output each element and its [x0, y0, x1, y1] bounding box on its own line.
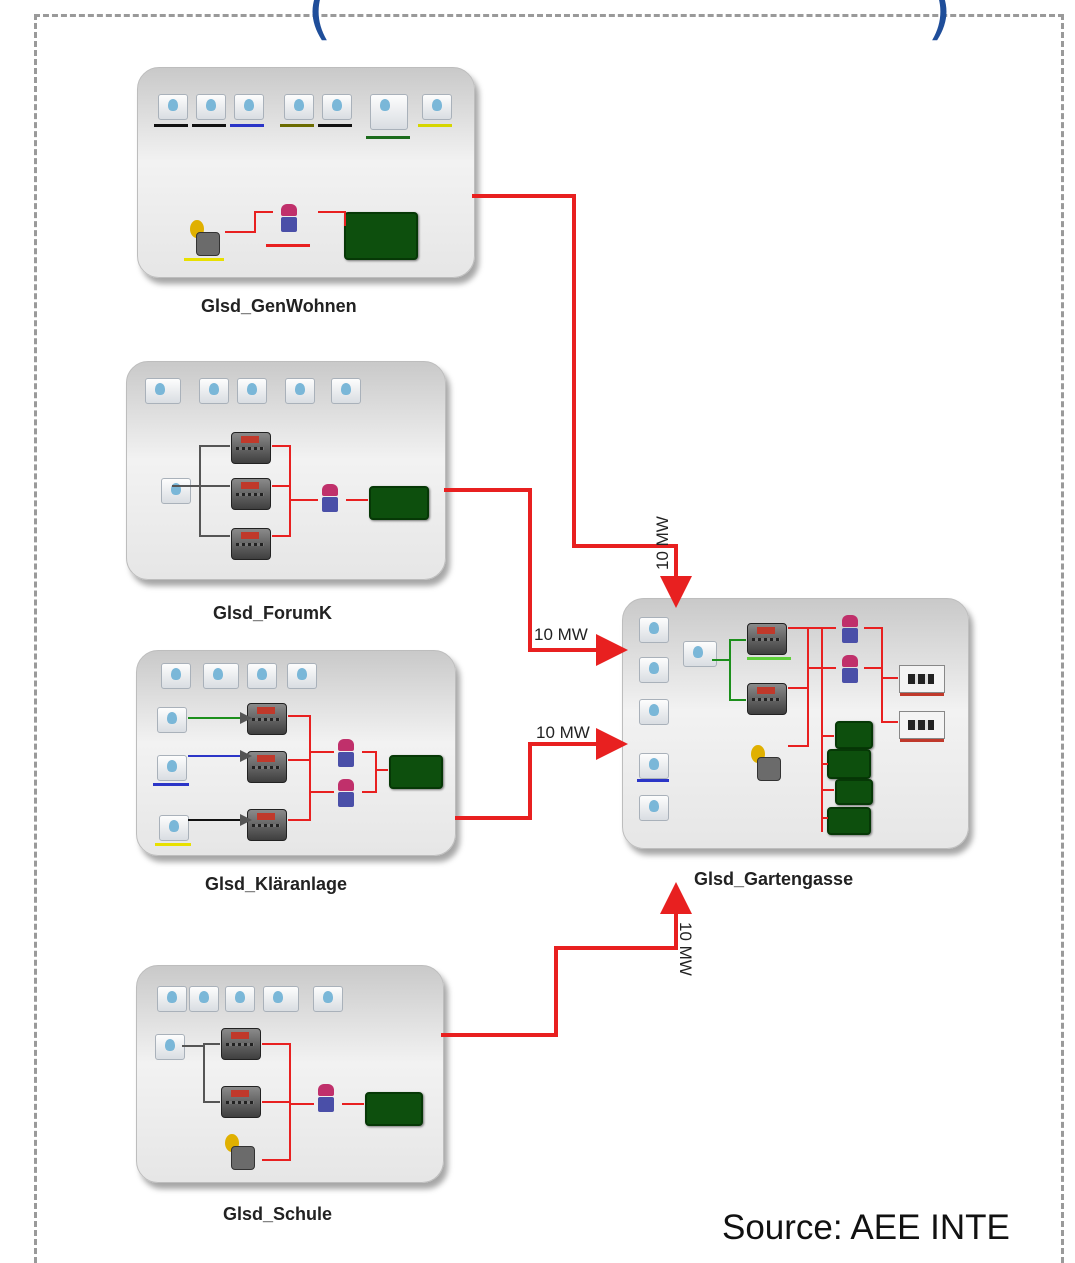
boiler-underline: [184, 258, 224, 261]
consumer-box: [827, 807, 871, 835]
source-underline: [154, 124, 188, 127]
generator-icon: [231, 528, 271, 560]
storage-tank-icon: [335, 739, 357, 767]
boiler-icon: [223, 1134, 257, 1170]
link-schule-gartengasse: [441, 882, 692, 1037]
source-underline: [418, 124, 452, 127]
generator-underline: [747, 657, 791, 660]
source-icon: [161, 478, 191, 504]
storage-tank-icon: [315, 1084, 337, 1112]
source-icon: [159, 815, 189, 841]
storage-tank-icon: [278, 204, 300, 232]
storage-tank-icon: [839, 655, 861, 683]
source-icon: [189, 986, 219, 1012]
source-underline: [366, 136, 410, 139]
source-icon: [683, 641, 717, 667]
generator-icon: [747, 623, 787, 655]
source-icon: [247, 663, 277, 689]
link-klaeranlage-gartengasse: [455, 728, 628, 820]
heading-open-paren: (: [307, 0, 332, 48]
source-underline: [153, 783, 189, 786]
consumer-box: [835, 721, 873, 749]
link-genwohnen-gartengasse: [472, 194, 692, 608]
tank-underline: [266, 244, 310, 247]
storage-tank-icon: [319, 484, 341, 512]
source-icon: [639, 657, 669, 683]
generator-icon: [221, 1086, 261, 1118]
source-icon: [284, 94, 314, 120]
source-icon: [157, 755, 187, 781]
storage-tank-icon: [839, 615, 861, 643]
source-underline: [230, 124, 264, 127]
consumer-box: [835, 779, 873, 805]
source-icon: [422, 94, 452, 120]
source-underline: [637, 779, 669, 782]
node-forumk-label: Glsd_ForumK: [213, 603, 333, 623]
generator-icon: [247, 751, 287, 783]
boiler-icon: [749, 745, 783, 781]
source-icon: [639, 617, 669, 643]
storage-tank-icon: [335, 779, 357, 807]
consumer-icon: [899, 711, 945, 742]
node-klaeranlage-label: Glsd_Kläranlage: [205, 874, 348, 894]
consumer-box: [369, 486, 429, 520]
link-forumk-gartengasse: [444, 488, 628, 666]
source-icon: [225, 986, 255, 1012]
boiler-icon: [188, 220, 222, 256]
link-genwohnen-capacity: 10 MW: [653, 516, 672, 570]
source-icon: [639, 795, 669, 821]
slide-frame: ( ): [34, 0, 1064, 1263]
source-underline: [155, 843, 191, 846]
source-icon: [313, 986, 343, 1012]
source-icon: [639, 753, 669, 779]
source-underline: [318, 124, 352, 127]
internal-wiring: [172, 211, 898, 1161]
source-icon: [234, 94, 264, 120]
node-klaeranlage-panel[interactable]: [136, 650, 456, 856]
source-icon: [199, 378, 229, 404]
generator-icon: [231, 478, 271, 510]
source-icon: [285, 378, 315, 404]
source-icon: [158, 94, 188, 120]
source-icon: [161, 663, 191, 689]
node-gartengasse-panel[interactable]: [622, 598, 969, 849]
source-icon: [287, 663, 317, 689]
link-forumk-capacity: 10 MW: [534, 625, 588, 644]
source-icon: [331, 378, 361, 404]
source-icon: [639, 699, 669, 725]
source-icon: [196, 94, 226, 120]
link-klaeranlage-capacity: 10 MW: [536, 723, 590, 742]
source-icon: [157, 707, 187, 733]
consumer-icon: [899, 665, 945, 696]
consumer-box: [389, 755, 443, 789]
source-icon: [157, 986, 187, 1012]
node-schule-label: Glsd_Schule: [223, 1204, 333, 1224]
generator-icon: [221, 1028, 261, 1060]
node-genwohnen-label: Glsd_GenWohnen: [201, 296, 357, 316]
generator-icon: [747, 683, 787, 715]
consumer-box: [365, 1092, 423, 1126]
node-forumk-panel[interactable]: [126, 361, 446, 580]
source-icon: [237, 378, 267, 404]
source-credit: Source: AEE INTE: [722, 1208, 1010, 1247]
node-genwohnen-panel[interactable]: [137, 67, 475, 278]
source-underline: [192, 124, 226, 127]
link-schule-capacity: 10 MW: [676, 922, 695, 976]
generator-icon: [231, 432, 271, 464]
consumer-box: [344, 212, 418, 260]
heading-close-paren: ): [927, 0, 952, 48]
source-icon: [263, 986, 299, 1012]
source-icon: [322, 94, 352, 120]
source-underline: [280, 124, 314, 127]
source-icon: [203, 663, 239, 689]
node-gartengasse-label: Glsd_Gartengasse: [694, 869, 854, 889]
source-icon: [145, 378, 181, 404]
source-icon: [370, 94, 408, 130]
